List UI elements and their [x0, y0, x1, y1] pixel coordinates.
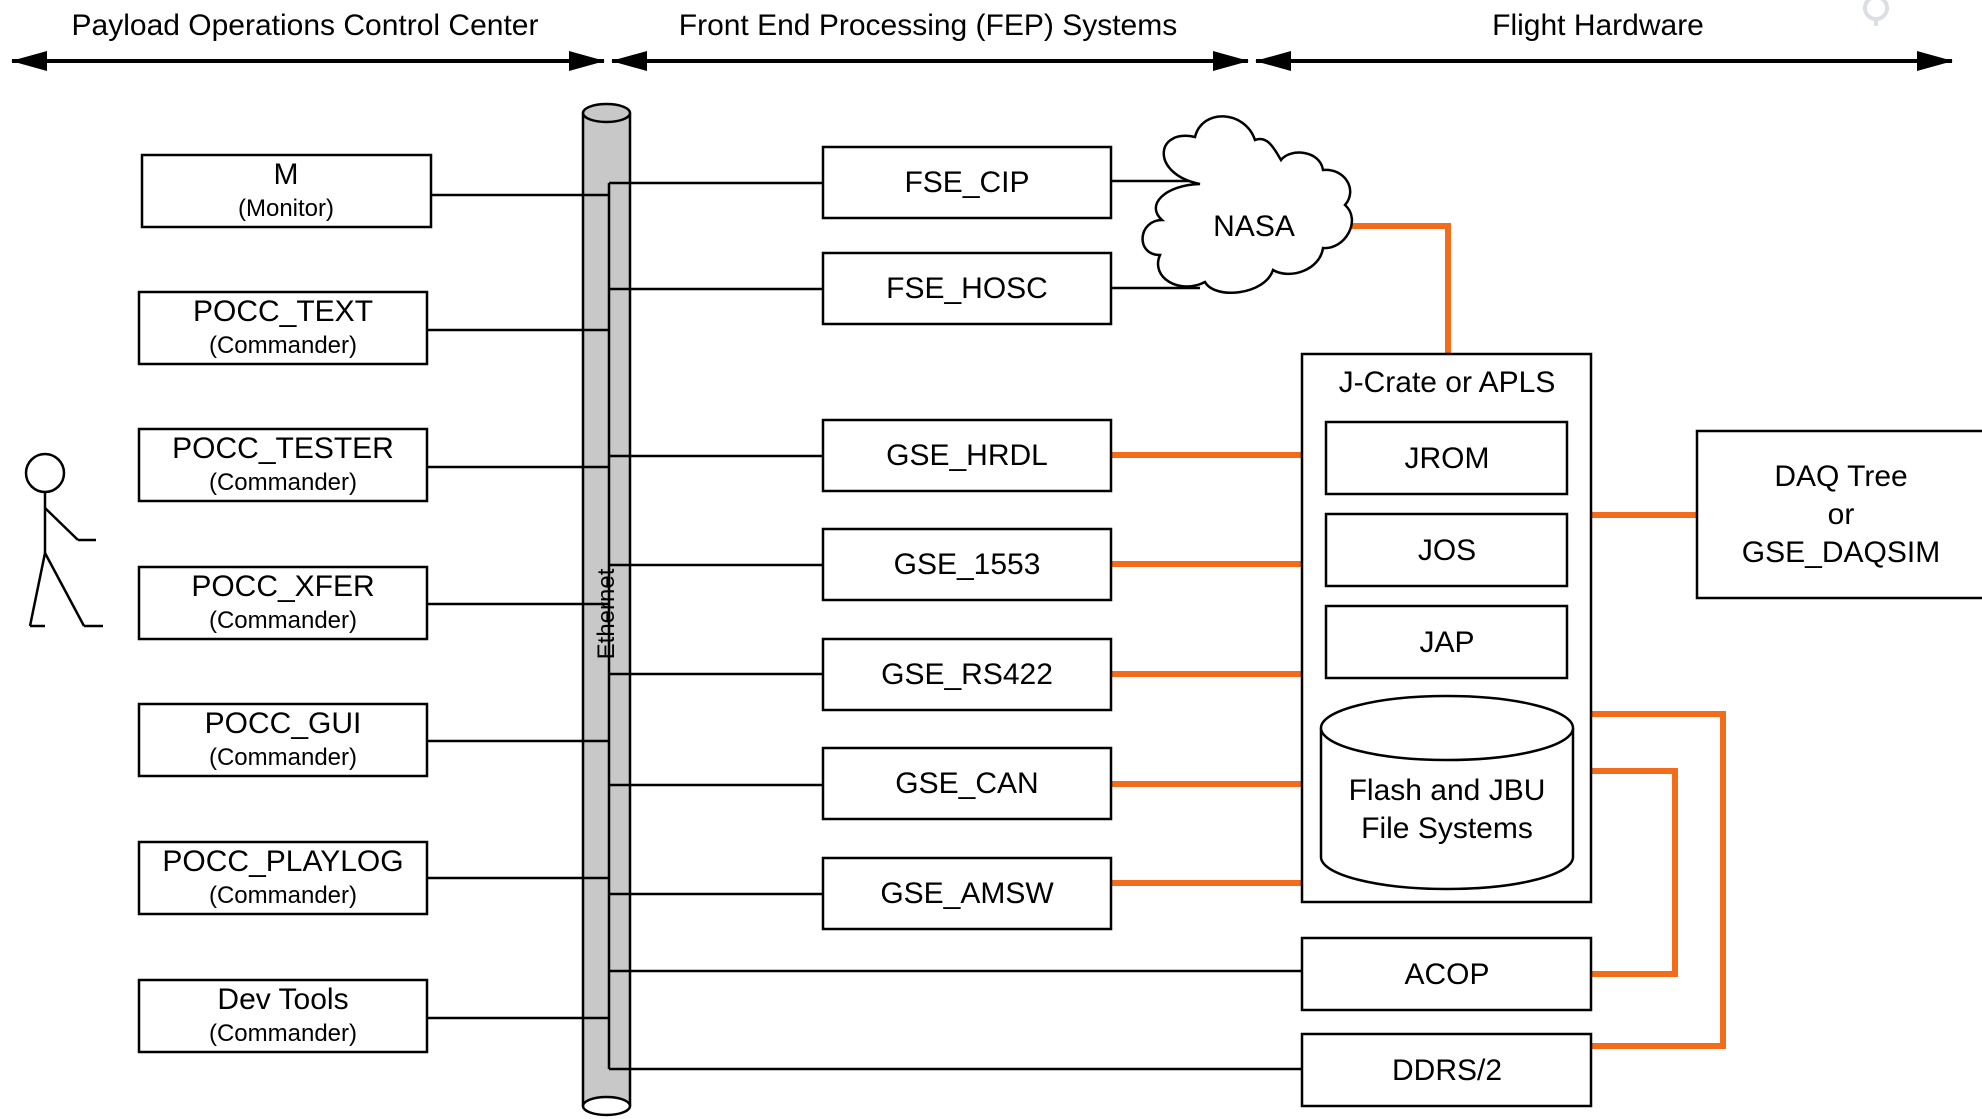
ddrs-label: DDRS/2	[1392, 1054, 1502, 1087]
pocc-box-role: (Commander)	[209, 469, 357, 496]
fep-box-label: GSE_AMSW	[880, 877, 1054, 910]
pocc-box-role: (Commander)	[209, 332, 357, 359]
j-crate-title: J-Crate or APLS	[1339, 366, 1556, 399]
pocc-box-role: (Commander)	[209, 882, 357, 909]
module-label: JAP	[1419, 626, 1474, 659]
pocc-box-monitor[interactable]: M (Monitor)	[140, 153, 433, 229]
pocc-box-role: (Commander)	[209, 744, 357, 771]
daq-tree-box[interactable]: DAQ Tree or GSE_DAQSIM	[1695, 429, 1982, 600]
daq-label-line2: or	[1828, 498, 1855, 531]
fep-box-label: GSE_CAN	[895, 767, 1038, 800]
pocc-box-xfer[interactable]: POCC_XFER (Commander)	[137, 565, 429, 641]
pocc-box-name: POCC_TESTER	[172, 432, 394, 465]
module-jos[interactable]: JOS	[1324, 512, 1569, 588]
header-pocc: Payload Operations Control Center	[72, 9, 539, 42]
pocc-box-name: M	[274, 158, 299, 191]
acop-box[interactable]: ACOP	[1300, 936, 1593, 1012]
module-jrom[interactable]: JROM	[1324, 420, 1569, 496]
fep-box-label: FSE_CIP	[904, 166, 1029, 199]
fep-box-gse-rs422[interactable]: GSE_RS422	[821, 637, 1113, 712]
header-fep: Front End Processing (FEP) Systems	[679, 9, 1178, 42]
fep-box-fse-cip[interactable]: FSE_CIP	[821, 145, 1113, 220]
fep-box-label: GSE_HRDL	[886, 439, 1048, 472]
fep-box-fse-hosc[interactable]: FSE_HOSC	[821, 251, 1113, 326]
pocc-box-playlog[interactable]: POCC_PLAYLOG (Commander)	[137, 840, 429, 916]
nasa-cloud-icon: NASA	[1141, 115, 1353, 294]
acop-label: ACOP	[1404, 958, 1489, 991]
fep-box-gse-hrdl[interactable]: GSE_HRDL	[821, 418, 1113, 493]
pocc-box-role: (Commander)	[209, 1020, 357, 1047]
module-jap[interactable]: JAP	[1324, 604, 1569, 680]
pocc-box-name: Dev Tools	[217, 983, 348, 1016]
header-flight-hardware: Flight Hardware	[1492, 9, 1704, 42]
daq-label-line1: DAQ Tree	[1774, 460, 1907, 493]
faint-gear-icon	[1863, 0, 1889, 26]
storage-database-icon[interactable]: Flash and JBU File Systems	[1319, 694, 1575, 891]
pocc-box-role: (Monitor)	[238, 195, 334, 222]
pocc-box-role: (Commander)	[209, 607, 357, 634]
pocc-box-gui[interactable]: POCC_GUI (Commander)	[137, 702, 429, 778]
module-label: JROM	[1405, 442, 1490, 475]
daq-label-line3: GSE_DAQSIM	[1742, 536, 1940, 569]
operator-figure-icon	[24, 452, 103, 628]
storage-label-line1: Flash and JBU	[1349, 774, 1546, 807]
pocc-box-name: POCC_XFER	[191, 570, 374, 603]
ethernet-links	[428, 179, 1302, 1071]
pocc-box-name: POCC_TEXT	[193, 295, 373, 328]
fep-box-label: GSE_1553	[894, 548, 1041, 581]
pocc-box-tester[interactable]: POCC_TESTER (Commander)	[137, 427, 429, 503]
fep-box-gse-can[interactable]: GSE_CAN	[821, 746, 1113, 821]
ethernet-label: Ethernet	[593, 568, 620, 659]
fep-box-gse-1553[interactable]: GSE_1553	[821, 527, 1113, 602]
storage-label-line2: File Systems	[1361, 812, 1533, 845]
module-label: JOS	[1418, 534, 1476, 567]
ddrs-box[interactable]: DDRS/2	[1300, 1032, 1593, 1108]
fep-box-label: GSE_RS422	[881, 658, 1053, 691]
hardware-links	[1111, 223, 1726, 1049]
pocc-box-name: POCC_GUI	[205, 707, 362, 740]
ethernet-bus: Ethernet	[581, 102, 632, 1117]
pocc-box-text[interactable]: POCC_TEXT (Commander)	[137, 290, 429, 366]
cloud-label: NASA	[1213, 210, 1295, 243]
pocc-box-name: POCC_PLAYLOG	[162, 845, 403, 878]
pocc-box-dev-tools[interactable]: Dev Tools (Commander)	[137, 978, 429, 1054]
fep-box-label: FSE_HOSC	[886, 272, 1048, 305]
fep-box-gse-amsw[interactable]: GSE_AMSW	[821, 856, 1113, 931]
